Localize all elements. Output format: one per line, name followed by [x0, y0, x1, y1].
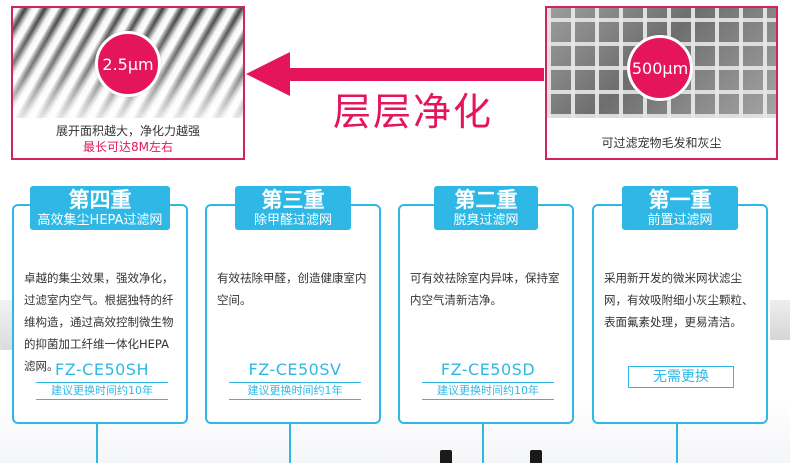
stage-title: 第二重 [454, 188, 518, 212]
stage-subtitle: 除甲醛过滤网 [253, 213, 332, 228]
stage-description: 卓越的集尘效果，强效净化，过滤室内空气。根据独特的纤维构造，通过高效控制微生物的… [24, 271, 174, 373]
stage-tab: 第四重 高效集尘HEPA过滤网 [30, 186, 170, 230]
stage-card-1: 采用新开发的微米网状滤尘网，有效吸附细小灰尘颗粒、表面氟素处理，更易清洁。 无需… [592, 186, 768, 463]
arrow-shaft [286, 68, 544, 81]
connector-line [96, 424, 98, 463]
connector-line [289, 424, 291, 463]
stage-title: 第一重 [648, 188, 712, 212]
stage-subtitle: 脱臭过滤网 [453, 213, 519, 228]
model-number: FZ-CE50SD [440, 360, 536, 379]
stage-tab: 第二重 脱臭过滤网 [434, 186, 538, 230]
hepa-closeup-card: 2.5μm 展开面积越大，净化力越强 最长可达8M左右 [11, 6, 245, 160]
stage-title: 第四重 [68, 188, 132, 212]
stage-tab: 第三重 除甲醛过滤网 [235, 186, 351, 230]
pore-size-badge: 2.5μm [95, 31, 161, 97]
model-number: FZ-CE50SH [55, 360, 149, 379]
stage-subtitle: 高效集尘HEPA过滤网 [37, 213, 163, 228]
stage-box: 可有效祛除室内异味，保持室内空气清新洁净。 FZ-CE50SD 建议更换时间约1… [398, 204, 574, 424]
prefilter-caption: 可过滤宠物毛发和灰尘 [601, 136, 722, 150]
stage-tab: 第一重 前置过滤网 [622, 186, 738, 230]
no-replacement-label: 无需更换 [628, 366, 734, 388]
stage-box: 有效祛除甲醛，创造健康室内空间。 FZ-CE50SV 建议更换时间约1年 [205, 204, 381, 424]
replacement-interval: 建议更换时间约10年 [36, 382, 168, 400]
replacement-interval: 建议更换时间约1年 [229, 382, 361, 400]
stage-description: 有效祛除甲醛，创造健康室内空间。 [217, 271, 367, 307]
stage-box: 采用新开发的微米网状滤尘网，有效吸附细小灰尘颗粒、表面氟素处理，更易清洁。 无需… [592, 204, 768, 424]
page-title: 层层净化 [332, 90, 493, 134]
connector-line [482, 424, 484, 463]
pore-size-badge: 500μm [627, 35, 693, 101]
connector-line [676, 424, 678, 463]
purifier-edge-right [770, 300, 790, 340]
stage-card-3: 有效祛除甲醛，创造健康室内空间。 FZ-CE50SV 建议更换时间约1年 第三重… [205, 186, 381, 463]
purifier-edge-left [0, 300, 14, 350]
stage-description: 可有效祛除室内异味，保持室内空气清新洁净。 [410, 271, 560, 307]
stage-title: 第三重 [261, 188, 325, 212]
stage-description: 采用新开发的微米网状滤尘网，有效吸附细小灰尘颗粒、表面氟素处理，更易清洁。 [604, 271, 754, 329]
stage-card-4: 卓越的集尘效果，强效净化，过滤室内空气。根据独特的纤维构造，通过高效控制微生物的… [12, 186, 188, 463]
model-number: FZ-CE50SV [248, 360, 342, 379]
stage-card-2: 可有效祛除室内异味，保持室内空气清新洁净。 FZ-CE50SD 建议更换时间约1… [398, 186, 574, 463]
replacement-interval: 建议更换时间约10年 [422, 382, 554, 400]
stage-subtitle: 前置过滤网 [647, 213, 713, 228]
left-arrow-icon [246, 52, 290, 96]
purifier-wheel [530, 450, 542, 463]
purifier-wheel [440, 450, 452, 463]
prefilter-closeup-card: 500μm 可过滤宠物毛发和灰尘 [545, 6, 778, 160]
stage-box: 卓越的集尘效果，强效净化，过滤室内空气。根据独特的纤维构造，通过高效控制微生物的… [12, 204, 188, 424]
hepa-caption-highlight: 最长可达8M左右 [83, 140, 173, 154]
hepa-caption: 展开面积越大，净化力越强 [55, 124, 200, 138]
